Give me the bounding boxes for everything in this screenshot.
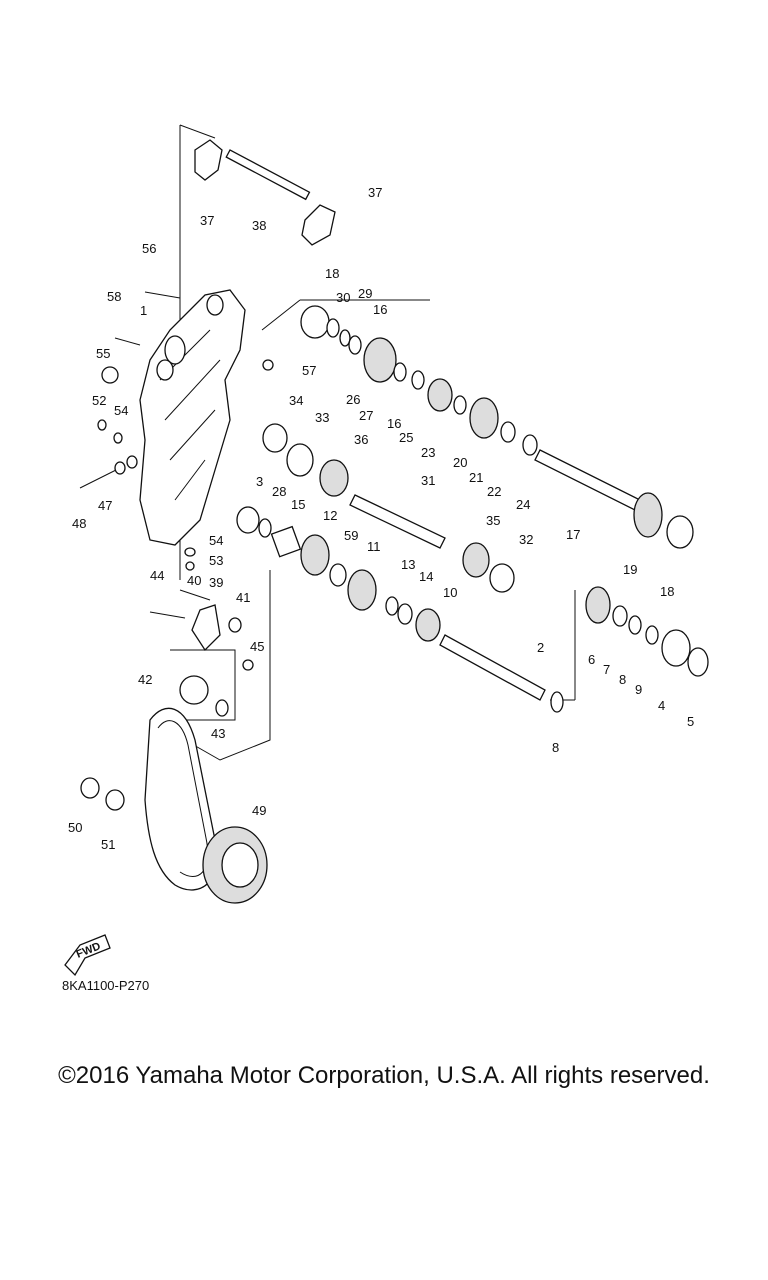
shift-forks [194, 139, 336, 246]
callout-11: 11 [367, 539, 381, 554]
callout-18: 18 [325, 266, 339, 281]
callout-22: 22 [487, 484, 501, 499]
callout-59: 59 [344, 528, 358, 543]
callout-18b: 18 [660, 584, 674, 599]
copyright-notice: ©2016 Yamaha Motor Corporation, U.S.A. A… [58, 1062, 710, 1089]
callout-17: 17 [566, 527, 580, 542]
fwd-label: FWD [75, 940, 103, 961]
callout-33: 33 [315, 410, 329, 425]
callout-54b: 54 [209, 533, 223, 548]
callout-23: 23 [421, 445, 435, 460]
callout-8: 8 [619, 672, 626, 687]
callout-9: 9 [635, 682, 642, 697]
callout-15: 15 [291, 497, 305, 512]
callout-55: 55 [96, 346, 110, 361]
callout-2: 2 [537, 640, 544, 655]
callout-43: 43 [211, 726, 225, 741]
callout-4: 4 [658, 698, 665, 713]
callout-6: 6 [588, 652, 595, 667]
callout-57: 57 [302, 363, 316, 378]
callout-10: 10 [443, 585, 457, 600]
drive-sprocket [80, 777, 268, 904]
callout-20: 20 [453, 455, 467, 470]
callout-29: 29 [358, 286, 372, 301]
callout-labels: 1 2 3 4 5 6 7 8 8 9 10 11 12 13 14 15 16… [68, 185, 694, 852]
callout-21: 21 [469, 470, 483, 485]
fwd-arrow-icon: FWD [64, 934, 111, 977]
callout-14: 14 [419, 569, 433, 584]
callout-36: 36 [354, 432, 368, 447]
callout-54: 54 [114, 403, 128, 418]
callout-47: 47 [98, 498, 112, 513]
drive-belt [144, 707, 218, 891]
callout-48: 48 [72, 516, 86, 531]
callout-37b: 37 [368, 185, 382, 200]
callout-35: 35 [486, 513, 500, 528]
callout-44: 44 [150, 568, 164, 583]
callout-40: 40 [187, 573, 201, 588]
callout-52: 52 [92, 393, 106, 408]
figure-code: 8KA1100-P270 [62, 978, 150, 993]
callout-16: 16 [373, 302, 387, 317]
callout-50: 50 [68, 820, 82, 835]
callout-3: 3 [256, 474, 263, 489]
callout-13: 13 [401, 557, 415, 572]
callout-27: 27 [359, 408, 373, 423]
callout-45: 45 [250, 639, 264, 654]
callout-30: 30 [336, 290, 350, 305]
callout-49: 49 [252, 803, 266, 818]
callout-32: 32 [519, 532, 533, 547]
callout-58: 58 [107, 289, 121, 304]
exploded-parts-diagram: FWD 1 2 3 4 5 6 7 8 8 9 10 11 12 13 14 1… [64, 124, 709, 977]
callout-19: 19 [623, 562, 637, 577]
callout-28: 28 [272, 484, 286, 499]
countershaft-assembly [300, 305, 694, 549]
callout-53: 53 [209, 553, 223, 568]
callout-24: 24 [516, 497, 530, 512]
fasteners-and-small-parts [79, 291, 274, 717]
callout-5: 5 [687, 714, 694, 729]
callout-1: 1 [140, 303, 147, 318]
callout-25: 25 [399, 430, 413, 445]
callout-16b: 16 [387, 416, 401, 431]
callout-31: 31 [421, 473, 435, 488]
callout-7: 7 [603, 662, 610, 677]
mainshaft-assembly [236, 423, 709, 713]
callout-37: 37 [200, 213, 214, 228]
crankcase-cover [139, 289, 246, 546]
callout-51: 51 [101, 837, 115, 852]
callout-41: 41 [236, 590, 250, 605]
callout-56: 56 [142, 241, 156, 256]
callout-42: 42 [138, 672, 152, 687]
callout-12: 12 [323, 508, 337, 523]
callout-39: 39 [209, 575, 223, 590]
callout-34: 34 [289, 393, 303, 408]
callout-8b: 8 [552, 740, 559, 755]
callout-26: 26 [346, 392, 360, 407]
callout-38: 38 [252, 218, 266, 233]
